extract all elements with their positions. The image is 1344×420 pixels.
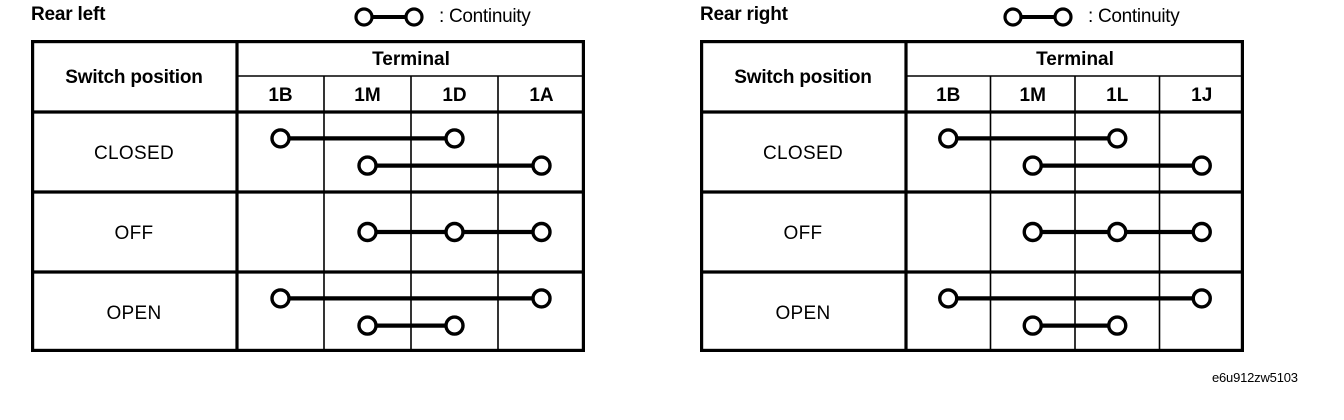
header-terminal-1M: 1M [354,85,380,106]
panel-title-rear-left: Rear left [31,4,106,25]
terminal-node-1M [357,221,378,243]
header-terminal-1M: 1M [1020,85,1046,106]
terminal-node-1A [531,288,552,309]
header-terminal-1D: 1D [442,85,466,106]
panel-title-rear-right: Rear right [700,4,788,25]
panel-rear-right: Rear right : Continuity Switch position T… [669,0,1344,420]
row-connections-off [357,221,552,243]
terminal-node-1M [1022,221,1043,243]
figure-code: e6u912zw5103 [1212,370,1298,385]
terminal-node-1B [938,288,959,309]
terminal-node-1M [1022,315,1043,336]
terminal-node-1D [444,221,465,243]
continuity-table-rear-right: Switch position Terminal 1B 1M 1L 1J CLOSED OFF… [700,40,1244,352]
row-connections-open [938,288,1212,336]
terminal-node-1L [1107,221,1128,243]
switch-position-closed: CLOSED [94,143,174,164]
switch-position-closed: CLOSED [763,143,843,164]
header-terminal-1B: 1B [268,85,292,106]
terminal-node-1D [444,315,465,336]
row-connections-closed [938,128,1212,176]
panel-rear-left: Rear left : Continuity Switch position Te… [0,0,660,420]
continuity-symbol-icon [1003,7,1073,27]
switch-position-off: OFF [115,223,154,244]
terminal-node-1J [1191,155,1212,176]
row-connections-off [1022,221,1212,243]
header-terminal-1L: 1L [1106,85,1129,106]
header-switch-position: Switch position [65,67,202,88]
switch-position-open: OPEN [775,303,830,324]
switch-position-off: OFF [784,223,823,244]
terminal-node-1J [1191,288,1212,309]
terminal-node-1L [1107,315,1128,336]
terminal-node-1A [531,155,552,176]
row-connections-closed [270,128,552,176]
terminal-node-1D [444,128,465,149]
terminal-node-1A [531,221,552,243]
row-connections-open [270,288,552,336]
terminal-node-1L [1107,128,1128,149]
legend-label-right: : Continuity [1088,6,1180,27]
header-terminal: Terminal [372,49,450,70]
terminal-node-1M [357,155,378,176]
continuity-table-rear-left: Switch position Terminal 1B 1M 1D 1A CLOSED OFF… [31,40,585,352]
switch-position-open: OPEN [106,303,161,324]
header-terminal-1J: 1J [1191,85,1212,106]
terminal-node-1B [270,128,291,149]
terminal-node-1M [1022,155,1043,176]
legend-continuity-left: : Continuity [352,6,531,28]
terminal-node-1M [357,315,378,336]
terminal-node-1B [938,128,959,149]
header-terminal-1B: 1B [936,85,960,106]
header-switch-position: Switch position [734,67,871,88]
header-terminal-1A: 1A [529,85,554,106]
continuity-symbol-icon [354,7,424,27]
legend-continuity-right: : Continuity [1001,6,1180,28]
terminal-node-1J [1191,221,1212,243]
terminal-node-1B [270,288,291,309]
legend-label-left: : Continuity [439,6,531,27]
header-terminal: Terminal [1036,49,1114,70]
